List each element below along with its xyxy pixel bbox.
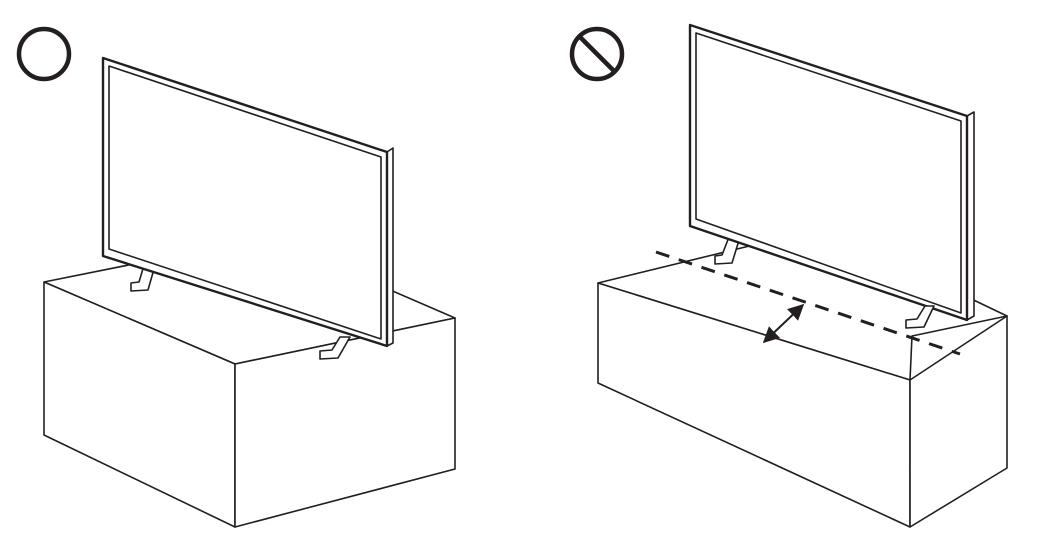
tv <box>101 56 394 360</box>
prohibited-icon <box>569 26 625 82</box>
panel-correct <box>16 26 456 528</box>
circle-icon <box>16 26 72 82</box>
depth-guide-line <box>655 250 961 356</box>
tv-stand-front <box>905 305 935 329</box>
tv <box>688 23 975 329</box>
tv-screen <box>101 56 394 348</box>
tv-stand-front <box>319 336 351 360</box>
tv-screen <box>688 23 975 322</box>
distance-arrow <box>762 303 805 344</box>
panel-incorrect <box>569 23 1008 528</box>
